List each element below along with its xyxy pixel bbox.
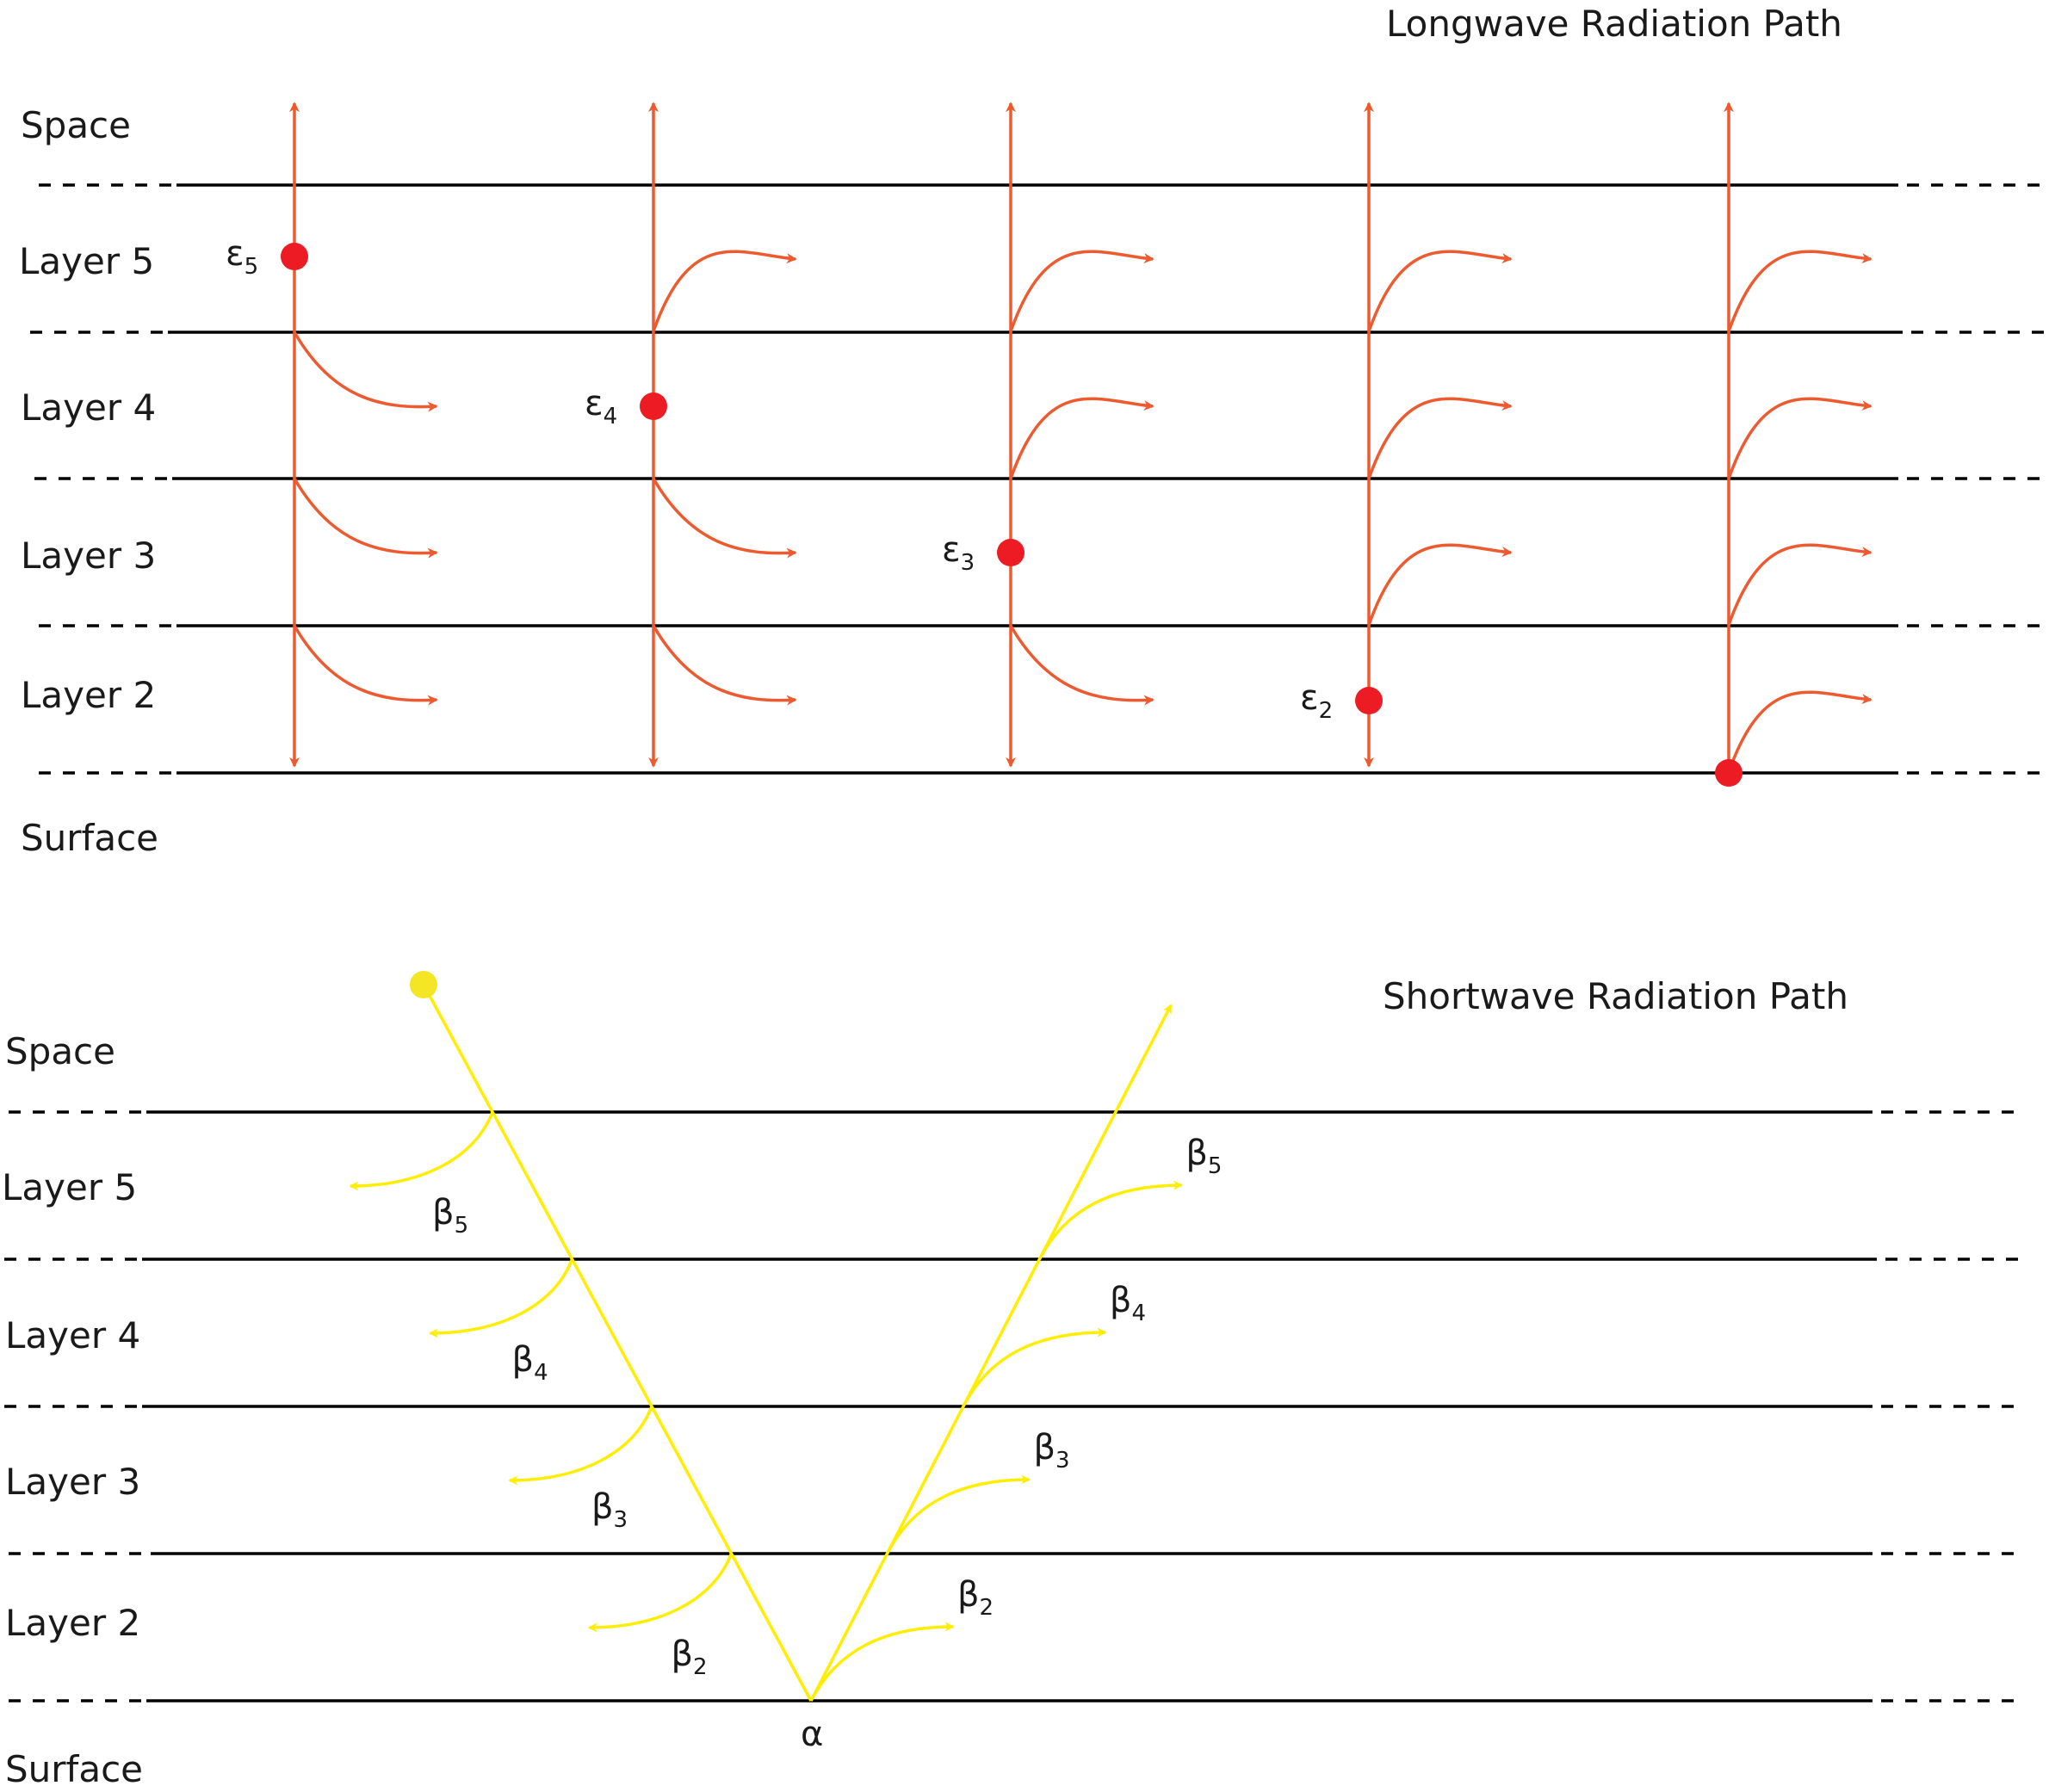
- shortwave-panel: Shortwave Radiation Path Space Layer 5 L…: [2, 971, 2023, 1790]
- sw-scatter-label-down: β5: [432, 1193, 468, 1239]
- sw-scatter-label-up-symbol: β: [1110, 1281, 1132, 1320]
- sw-reflected-ray: [809, 1004, 1173, 1702]
- surface-albedo-label: α: [801, 1715, 823, 1754]
- sw-scatter-label-down-symbol: β: [512, 1340, 535, 1380]
- lw-emissivity-label-symbol: ε: [226, 234, 245, 274]
- lw-label-layer4: Layer 4: [21, 386, 156, 429]
- lw-emitter-dot: [281, 243, 308, 270]
- sw-scatter-label-down-symbol: β: [672, 1634, 694, 1674]
- sw-scatter-label-down-subscript: 2: [693, 1654, 708, 1680]
- sw-incoming-ray: [422, 984, 813, 1702]
- sw-upward-scatter-arrow: [809, 1622, 955, 1702]
- sw-scatter-label-up: β5: [1185, 1134, 1222, 1179]
- sw-scatter-label-down-subscript: 3: [614, 1507, 628, 1533]
- sw-scatter-label-up-subscript: 3: [1055, 1448, 1070, 1474]
- lw-downward-absorb-arrow: [293, 625, 438, 706]
- sw-scatter-label-down-subscript: 4: [534, 1360, 548, 1386]
- lw-emissivity-label-symbol: ε: [942, 530, 961, 570]
- lw-upward-escape-arrow: [1367, 543, 1513, 626]
- lw-label-space: Space: [21, 104, 131, 146]
- lw-downward-absorb-arrow: [293, 478, 438, 559]
- sw-downward-scatter-arrow: [508, 1406, 653, 1486]
- sw-downward-scatter-arrow: [587, 1553, 734, 1633]
- lw-emissivity-label-symbol: ε: [585, 384, 604, 423]
- sw-downward-scatter-arrow: [428, 1258, 574, 1338]
- shortwave-title: Shortwave Radiation Path: [1383, 975, 1848, 1017]
- longwave-emitters: [281, 243, 1743, 787]
- lw-emitter-dot: [997, 539, 1024, 566]
- sw-scatter-label-up-symbol: β: [1185, 1134, 1208, 1173]
- sw-downward-scatter-arrow: [349, 1111, 494, 1191]
- lw-downward-absorb-arrow: [1009, 625, 1154, 706]
- sw-scatter-label-down-symbol: β: [432, 1193, 455, 1233]
- sw-scatter-label-down-subscript: 5: [455, 1213, 469, 1239]
- sw-scatter-label-up-symbol: β: [957, 1575, 980, 1615]
- lw-upward-escape-arrow: [1367, 250, 1513, 332]
- lw-label-layer2: Layer 2: [21, 674, 156, 716]
- sw-scatter-label-up-subscript: 2: [980, 1595, 994, 1621]
- longwave-layer-boundaries: [30, 183, 2047, 775]
- shortwave-rays: [349, 984, 1184, 1702]
- sw-scatter-label-up-subscript: 5: [1208, 1153, 1223, 1179]
- lw-downward-absorb-arrow: [652, 625, 797, 706]
- longwave-layer-labels: Space Layer 5 Layer 4 Layer 3 Layer 2 Su…: [19, 104, 158, 859]
- lw-upward-escape-arrow: [1727, 397, 1873, 479]
- lw-emissivity-label-symbol: ε: [1300, 678, 1319, 718]
- lw-emitter-dot: [640, 392, 667, 420]
- lw-label-surface: Surface: [21, 817, 158, 859]
- shortwave-layer-labels: Space Layer 5 Layer 4 Layer 3 Layer 2 Su…: [2, 1030, 143, 1790]
- sw-scatter-label-up-subscript: 4: [1131, 1301, 1146, 1326]
- lw-emissivity-label-subscript: 2: [1319, 698, 1334, 724]
- sw-scatter-label-up-symbol: β: [1033, 1428, 1055, 1468]
- lw-emissivity-label: ε4: [585, 384, 617, 429]
- sw-label-layer3: Layer 3: [5, 1461, 140, 1503]
- lw-upward-escape-arrow: [652, 250, 797, 332]
- lw-label-layer5: Layer 5: [19, 240, 154, 282]
- sw-scatter-label-down: β4: [512, 1340, 548, 1386]
- sw-scatter-label-up: β4: [1110, 1281, 1146, 1326]
- lw-upward-escape-arrow: [1009, 397, 1154, 479]
- sw-label-layer5: Layer 5: [2, 1166, 137, 1208]
- sw-scatter-label-down-symbol: β: [591, 1487, 614, 1527]
- lw-emissivity-label-subscript: 5: [245, 254, 259, 280]
- sw-scatter-label-down: β2: [672, 1634, 708, 1680]
- lw-emissivity-label: ε3: [942, 530, 975, 576]
- lw-label-layer3: Layer 3: [21, 535, 156, 577]
- lw-emissivity-label-subscript: 4: [604, 404, 618, 429]
- sw-label-layer4: Layer 4: [5, 1314, 140, 1356]
- longwave-title: Longwave Radiation Path: [1386, 3, 1842, 45]
- lw-upward-escape-arrow: [1009, 250, 1154, 332]
- lw-emitter-dot: [1715, 759, 1743, 787]
- lw-emissivity-label-subscript: 3: [961, 550, 975, 576]
- lw-emitter-dot: [1355, 687, 1383, 714]
- sw-scatter-label-up: β3: [1033, 1428, 1069, 1474]
- lw-upward-escape-arrow: [1727, 250, 1873, 332]
- sw-scatter-label-down: β3: [591, 1487, 628, 1533]
- lw-upward-escape-arrow: [1727, 690, 1873, 773]
- sw-label-surface: Surface: [5, 1748, 143, 1790]
- longwave-panel: Longwave Radiation Path Space Layer 5 La…: [19, 3, 2047, 859]
- sun-icon: [410, 971, 437, 998]
- sw-upward-scatter-arrow: [885, 1474, 1031, 1554]
- sw-label-layer2: Layer 2: [5, 1602, 140, 1644]
- sw-upward-scatter-arrow: [962, 1327, 1107, 1407]
- sw-scatter-label-up: β2: [957, 1575, 994, 1621]
- longwave-arrows: [289, 102, 1873, 773]
- lw-upward-escape-arrow: [1367, 397, 1513, 479]
- lw-downward-absorb-arrow: [652, 478, 797, 559]
- lw-upward-escape-arrow: [1727, 543, 1873, 626]
- lw-emissivity-label: ε2: [1300, 678, 1333, 724]
- lw-downward-absorb-arrow: [293, 331, 438, 412]
- shortwave-layer-boundaries: [4, 1110, 2023, 1702]
- lw-emissivity-label: ε5: [226, 234, 258, 280]
- sw-upward-scatter-arrow: [1037, 1180, 1184, 1260]
- sw-label-space: Space: [5, 1030, 115, 1072]
